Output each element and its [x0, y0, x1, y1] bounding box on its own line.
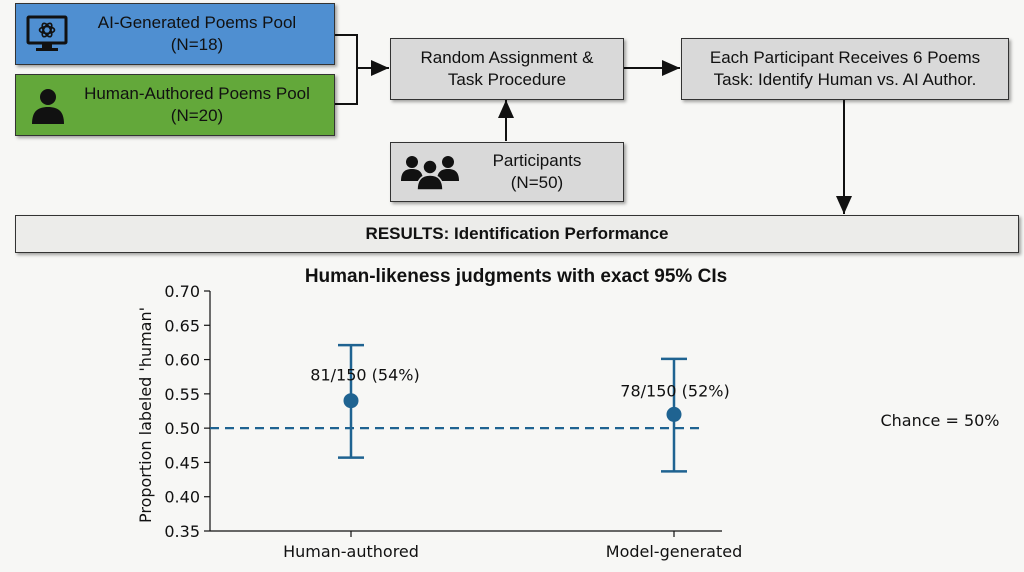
assignment-line-2: Task Procedure	[447, 70, 567, 89]
y-tick-label: 0.55	[164, 385, 200, 404]
human-pool-count: (N=20)	[170, 106, 224, 125]
ai-pool-count: (N=18)	[170, 35, 224, 54]
y-tick-label: 0.70	[164, 282, 200, 301]
results-chart: Human-likeness judgments with exact 95% …	[136, 266, 1000, 561]
connector-ai-pool	[333, 34, 358, 68]
human-pool-title: Human-Authored Poems Pool	[84, 84, 310, 103]
x-tick-label: Model-generated	[606, 542, 742, 561]
y-tick-label: 0.35	[164, 522, 200, 541]
task-line-2: Task: Identify Human vs. AI Author.	[713, 70, 977, 89]
results-banner: RESULTS: Identification Performance	[15, 215, 1019, 253]
participants-title: Participants	[492, 151, 582, 170]
y-tick-label: 0.40	[164, 488, 200, 507]
x-tick-label: Human-authored	[283, 542, 419, 561]
data-label: 81/150 (54%)	[310, 366, 419, 385]
y-tick-label: 0.65	[164, 316, 200, 335]
assignment-line-1: Random Assignment &	[420, 48, 594, 67]
group-icon	[399, 153, 461, 197]
ai-pool-title: AI-Generated Poems Pool	[97, 13, 297, 32]
task-box: Each Participant Receives 6 Poems Task: …	[681, 38, 1009, 100]
human-poems-pool-box: Human-Authored Poems Pool (N=20)	[15, 74, 335, 136]
chance-label: Chance = 50%	[880, 411, 999, 430]
chart-title: Human-likeness judgments with exact 95% …	[305, 266, 727, 287]
data-point	[343, 393, 359, 409]
random-assignment-box: Random Assignment & Task Procedure	[390, 38, 624, 100]
data-point	[666, 406, 682, 422]
ai-poems-pool-box: AI-Generated Poems Pool (N=18)	[15, 3, 335, 65]
flow-connectors	[333, 34, 852, 214]
y-tick-label: 0.60	[164, 351, 200, 370]
data-label: 78/150 (52%)	[620, 381, 729, 400]
y-tick-label: 0.50	[164, 419, 200, 438]
y-tick-label: 0.45	[164, 453, 200, 472]
openai-logo-icon	[26, 15, 68, 59]
task-line-1: Each Participant Receives 6 Poems	[709, 48, 981, 67]
y-axis-label: Proportion labeled 'human'	[136, 307, 155, 523]
participants-box: Participants (N=50)	[390, 142, 624, 202]
connector-human-pool	[333, 68, 358, 105]
person-icon	[30, 87, 66, 131]
participants-count: (N=50)	[510, 173, 564, 192]
